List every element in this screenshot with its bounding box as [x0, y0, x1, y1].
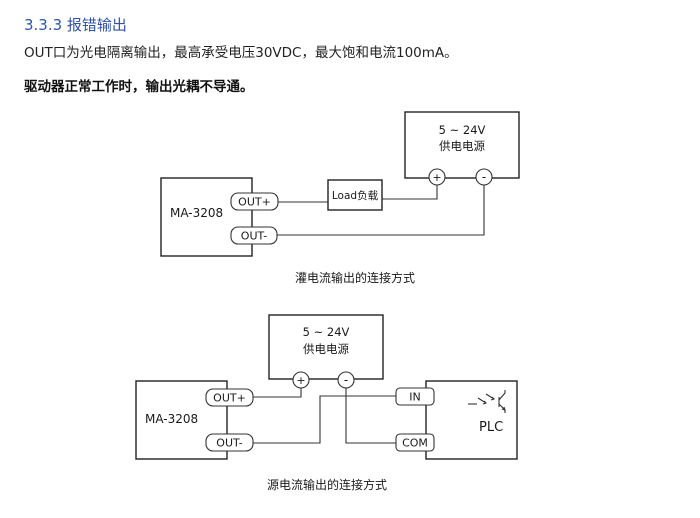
supply-plus-terminal — [428, 168, 446, 186]
out-plus-terminal-2 — [205, 388, 254, 407]
out-plus-label: OUT+ — [238, 196, 271, 209]
out-minus-terminal — [230, 226, 278, 245]
plc-com-label: COM — [402, 437, 428, 450]
wire-minus-to-outminus — [277, 185, 485, 236]
out-plus-terminal — [230, 192, 279, 211]
driver-label-2: MA-3208 — [145, 412, 198, 426]
supply-label-2: 供电电源 — [303, 342, 349, 356]
intro-text: OUT口为光电隔离输出，最高承受电压30VDC，最大饱和电流100mA。 — [24, 45, 458, 61]
wire-outminus-to-in — [253, 395, 396, 444]
sink-diagram: MA-3208 OUT+ OUT- Load负载 5 ~ 24V 供电电源 + … — [160, 111, 520, 285]
out-minus-label: OUT- — [241, 230, 267, 243]
supply-label: 供电电源 — [439, 139, 485, 153]
supply-plus-terminal-2 — [292, 371, 310, 389]
supply-box-2 — [268, 314, 384, 380]
supply-voltage-2: 5 ~ 24V — [303, 325, 350, 339]
out-minus-terminal-2 — [205, 433, 254, 452]
plc-com-terminal — [395, 433, 435, 452]
source-diagram: MA-3208 OUT+ OUT- 5 ~ 24V 供电电源 + - PLC I… — [135, 314, 518, 492]
plc-in-terminal — [395, 387, 435, 406]
supply-plus-symbol: + — [432, 171, 441, 184]
load-box — [327, 179, 383, 211]
section-heading: 3.3.3 报错输出 — [24, 16, 127, 34]
plc-box — [425, 380, 518, 460]
supply-plus-symbol-2: + — [296, 374, 305, 387]
supply-minus-symbol-2: - — [344, 373, 348, 387]
wire-minus-to-com — [345, 388, 396, 444]
source-caption: 源电流输出的连接方式 — [267, 477, 387, 492]
supply-box — [404, 111, 520, 179]
driver-label: MA-3208 — [170, 206, 223, 220]
load-label: Load负载 — [332, 189, 379, 202]
wire-load-to-plus — [382, 185, 438, 200]
out-minus-label-2: OUT- — [216, 437, 242, 450]
optocoupler-icon — [468, 390, 506, 413]
plc-in-label: IN — [409, 391, 420, 404]
supply-minus-terminal-2 — [337, 371, 355, 389]
out-plus-label-2: OUT+ — [213, 392, 246, 405]
supply-minus-terminal — [475, 168, 493, 186]
wire-outplus-to-plus — [253, 388, 302, 398]
sink-caption: 灌电流输出的连接方式 — [295, 270, 415, 285]
plc-label: PLC — [479, 420, 503, 435]
warning-text: 驱动器正常工作时，输出光耦不导通。 — [24, 79, 254, 95]
supply-minus-symbol: - — [482, 170, 486, 184]
supply-voltage: 5 ~ 24V — [439, 123, 486, 137]
